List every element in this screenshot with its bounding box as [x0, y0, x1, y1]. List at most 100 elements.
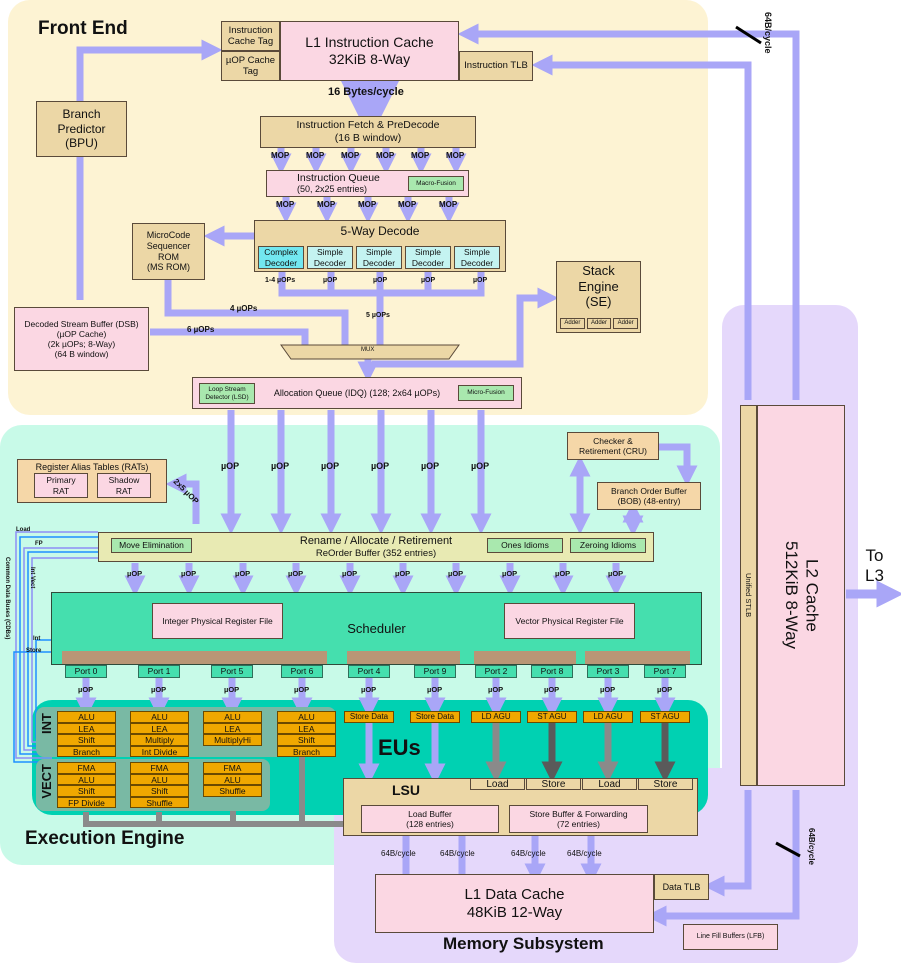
front-end-title: Front End [38, 18, 128, 39]
dsb-line: (µOP Cache) [56, 328, 107, 339]
lsu-port: Load [582, 778, 637, 790]
decoded-stream-buffer: Decoded Stream Buffer (DSB) (µOP Cache) … [14, 307, 149, 371]
idq-output-label: µOP [371, 461, 390, 471]
vect-execution-unit: FMA [130, 762, 189, 774]
msrom-line: MicroCode [146, 229, 191, 240]
port: Port 2 [475, 665, 517, 678]
instruction-cache-tag: Instruction Cache Tag [221, 21, 280, 51]
int-prf-label: Integer Physical Register File [162, 615, 273, 626]
move-elimination-label: Move Elimination [119, 540, 184, 551]
vector-physical-register-file: Vector Physical Register File [504, 603, 635, 639]
int-execution-unit: Branch [57, 745, 116, 757]
decoder-output-label: 1-4 µOPs [265, 277, 296, 284]
port-label: Port 5 [220, 666, 244, 677]
port-bus [585, 651, 690, 664]
port: Port 7 [644, 665, 686, 678]
line-fill-buffers: Line Fill Buffers (LFB) [683, 924, 778, 950]
store-buffer-forwarding: Store Buffer & Forwarding (72 entries) [509, 805, 648, 833]
l1d-bandwidth-label: 64B/cycle [567, 849, 602, 858]
store-buffer-line: (72 entries) [557, 819, 600, 829]
port-bus [62, 651, 327, 664]
iq-mop-label: MOP [439, 200, 458, 209]
memory-execution-unit: LD AGU [583, 711, 633, 723]
decoder-line: Decoder [411, 257, 445, 268]
dsb-line: Decoded Stream Buffer (DSB) [24, 318, 139, 329]
load-buffer-line: (128 entries) [406, 819, 454, 829]
l2-cache-text: L2 Cache 512KiB 8-Way [781, 541, 821, 649]
port-output-label: µOP [78, 685, 94, 694]
memory-subsystem-title: Memory Subsystem [443, 934, 604, 953]
rob-output-label: µOP [555, 569, 571, 578]
fetch-bandwidth-label: 16 Bytes/cycle [328, 86, 404, 98]
l2-l1i-bandwidth-label: 64B/cycle [763, 12, 773, 54]
port-label: Port 9 [423, 666, 447, 677]
port-label: Port 6 [290, 666, 314, 677]
rob-output-label: µOP [502, 569, 518, 578]
dtlb-label: Data TLB [662, 881, 701, 892]
idq-output-label: µOP [271, 461, 290, 471]
port-bus [474, 651, 576, 664]
vect-execution-unit: ALU [130, 773, 189, 785]
idq-output-label: µOP [321, 461, 340, 471]
se-line: Stack [582, 263, 615, 278]
uop-cache-tag-label: µOP Cache Tag [225, 54, 276, 77]
port: Port 4 [348, 665, 390, 678]
dsb-line: (2k µOPs; 8-Way) [47, 339, 116, 349]
cdb-int-vect-label: Int Vect [29, 567, 35, 589]
l1d-bandwidth-label: 64B/cycle [440, 849, 475, 858]
mux-label: MUX [361, 347, 375, 353]
msrom-bandwidth-label: 4 µOPs [230, 304, 258, 313]
port-label: Port 0 [74, 666, 98, 677]
port: Port 9 [414, 665, 456, 678]
lfb-label: Line Fill Buffers (LFB) [696, 932, 765, 940]
primary-rat-line: Primary [46, 475, 76, 486]
iq-entries: (50, 2x25 entries) [297, 184, 368, 195]
dsb-bandwidth-label: 6 µOPs [187, 325, 215, 334]
zeroing-idioms-label: Zeroing Idioms [579, 540, 637, 551]
decoder-output-label: µOP [373, 277, 388, 284]
port-output-label: µOP [600, 685, 616, 694]
fetch-mop-label: MOP [411, 151, 430, 160]
decoder-line: Simple [317, 247, 343, 258]
rob-output-label: µOP [342, 569, 358, 578]
cdb-int-label: Int [33, 636, 41, 642]
rob-output-label: µOP [288, 569, 304, 578]
vect-execution-unit: Shuffle [203, 785, 262, 797]
int-execution-unit: Int Divide [130, 745, 189, 757]
vec-prf-label: Vector Physical Register File [515, 615, 624, 626]
l1-instruction-cache: L1 Instruction Cache 32KiB 8-Way [280, 21, 459, 81]
int-execution-unit: LEA [203, 722, 262, 734]
decoder-line: Decoder [362, 257, 396, 268]
adders: Adder Adder Adder [560, 318, 639, 330]
int-execution-unit: LEA [57, 722, 116, 734]
cdb-title: Common Data Buses (CDBs) [4, 557, 10, 640]
cru-line: Checker & [593, 435, 633, 446]
memory-execution-unit: Store Data [410, 711, 460, 723]
se-line: Engine [578, 278, 619, 294]
vect-execution-unit: FP Divide [57, 796, 116, 808]
adder: Adder [613, 318, 639, 329]
decoder-line: Simple [464, 247, 490, 258]
port-label: Port 3 [596, 666, 620, 677]
port-label: Port 4 [357, 666, 381, 677]
int-execution-unit: ALU [203, 711, 262, 723]
port-output-label: µOP [224, 685, 240, 694]
lsd-line: Loop Stream [208, 385, 246, 393]
load-buffer-line: Load Buffer [408, 808, 452, 819]
primary-rat: Primary RAT [34, 473, 88, 498]
iq-title: Instruction Queue [297, 171, 380, 184]
zeroing-idioms: Zeroing Idioms [570, 538, 646, 553]
rob-output-label: µOP [127, 569, 143, 578]
rob-output-label: µOP [448, 569, 464, 578]
decoder-line: Simple [366, 247, 392, 258]
port-output-label: µOP [544, 685, 560, 694]
memory-execution-unit: ST AGU [640, 711, 690, 723]
fetch-mop-label: MOP [376, 151, 395, 160]
msrom-line: Sequencer [146, 240, 191, 251]
branch-predictor: Branch Predictor (BPU) [36, 101, 127, 157]
store-buffer-line: Store Buffer & Forwarding [529, 808, 628, 819]
int-execution-unit: Shift [277, 734, 336, 746]
